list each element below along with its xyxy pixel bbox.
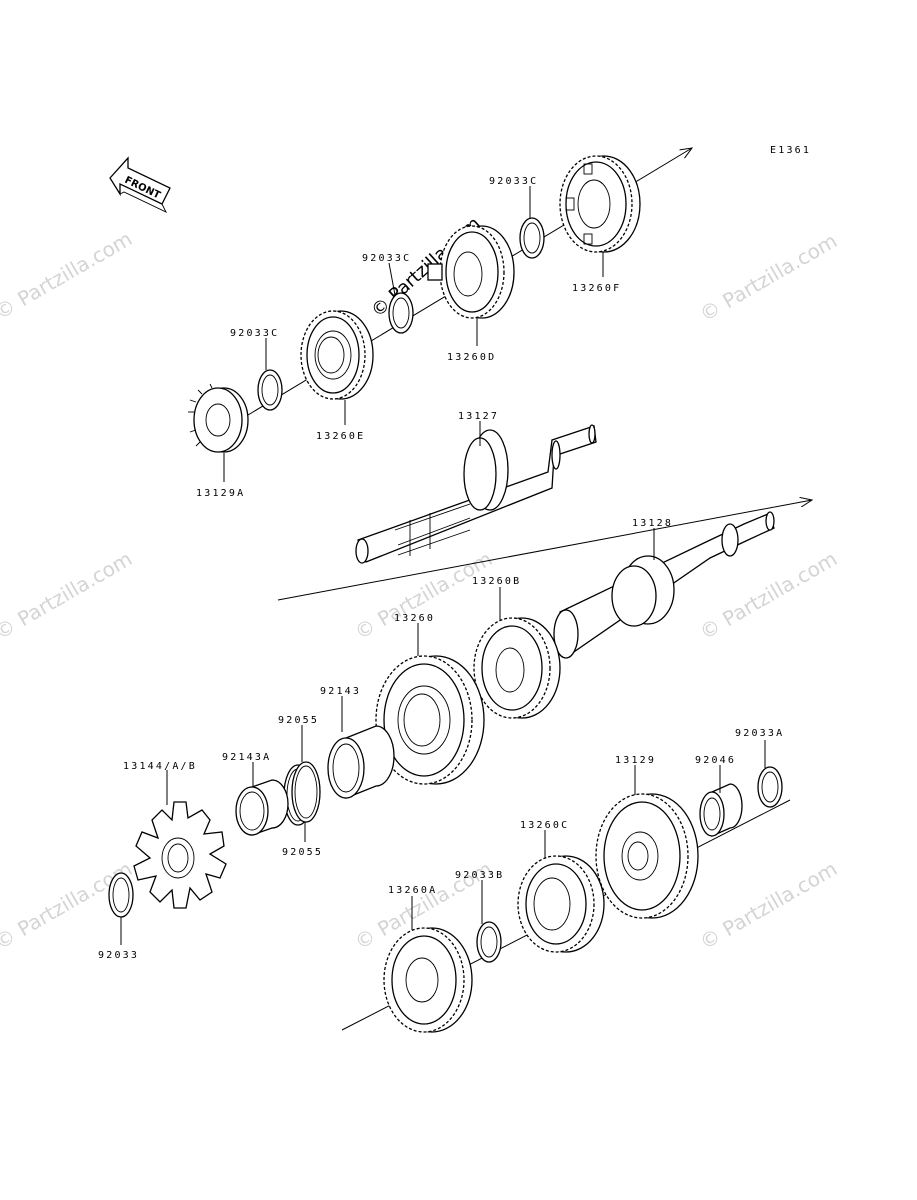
gear-13260A-icon: [383, 927, 473, 1033]
watermark-layer: © Partzilla.com © Partzilla.com © Partzi…: [0, 226, 841, 954]
label-13260C: 13260C: [520, 820, 569, 831]
gear-13260E-icon: [300, 310, 374, 400]
label-13144: 13144/A/B: [123, 761, 197, 772]
watermark: © Partzilla.com: [0, 546, 136, 644]
gear-13260D-icon: [427, 225, 515, 319]
part-labels: 92033C 13260F 92033C 13260D 92033C 13260…: [98, 176, 784, 961]
sprocket-13144-icon: [133, 801, 227, 909]
watermark: © Partzilla.com: [696, 856, 842, 954]
label-13127: 13127: [458, 411, 499, 422]
label-13260D: 13260D: [447, 352, 496, 363]
watermark: © Partzilla.com: [696, 228, 842, 326]
watermark: © Partzilla.com: [696, 546, 842, 644]
o-ring-92055-icon: [283, 761, 321, 826]
label-92033B: 92033B: [455, 870, 504, 881]
shaft-13127-icon: [355, 424, 597, 564]
label-92033C-left: 92033C: [230, 328, 279, 339]
leader-lines: [120, 186, 721, 945]
label-13128: 13128: [632, 518, 673, 529]
watermark: © Partzilla.com: [351, 546, 497, 644]
shaft-axis-line: [277, 500, 812, 601]
gear-13260C-icon: [517, 855, 605, 953]
circlip-92033C-left-icon: [257, 369, 283, 411]
gear-13129A-icon: [188, 383, 249, 453]
shaft-13128-icon: [553, 511, 775, 659]
circlip-92033B-icon: [476, 921, 502, 963]
collar-92143A-icon: [235, 779, 289, 836]
circlip-92033-icon: [108, 872, 134, 918]
label-92033C-mid: 92033C: [362, 253, 411, 264]
label-92143: 92143: [320, 686, 361, 697]
label-13260B: 13260B: [472, 576, 521, 587]
gear-13260F-icon: [559, 155, 641, 253]
label-92046: 92046: [695, 755, 736, 766]
label-92055-top: 92055: [278, 715, 319, 726]
watermark: © Partzilla.com: [0, 226, 136, 324]
collar-92143-icon: [327, 725, 395, 799]
label-92033A: 92033A: [735, 728, 784, 739]
circlip-92033C-top-icon: [519, 217, 545, 259]
label-92055-bottom: 92055: [282, 847, 323, 858]
diagram-code: E1361: [770, 145, 811, 156]
label-13260A: 13260A: [388, 885, 437, 896]
front-arrow-icon: FRONT: [109, 156, 171, 213]
label-92033: 92033: [98, 950, 139, 961]
label-92033C-top: 92033C: [489, 176, 538, 187]
gear-13260B-icon: [473, 617, 561, 719]
gear-13260-icon: [375, 655, 485, 785]
label-13260: 13260: [394, 613, 435, 624]
label-13129: 13129: [615, 755, 656, 766]
label-13260F: 13260F: [572, 283, 621, 294]
circlip-92033A-icon: [757, 766, 783, 808]
label-92143A: 92143A: [222, 752, 271, 763]
label-13129A: 13129A: [196, 488, 245, 499]
circlip-92033C-mid-icon: [388, 292, 414, 334]
gear-13129-icon: [595, 793, 699, 919]
needle-bearing-92046-icon: [699, 783, 743, 838]
label-13260E: 13260E: [316, 431, 365, 442]
